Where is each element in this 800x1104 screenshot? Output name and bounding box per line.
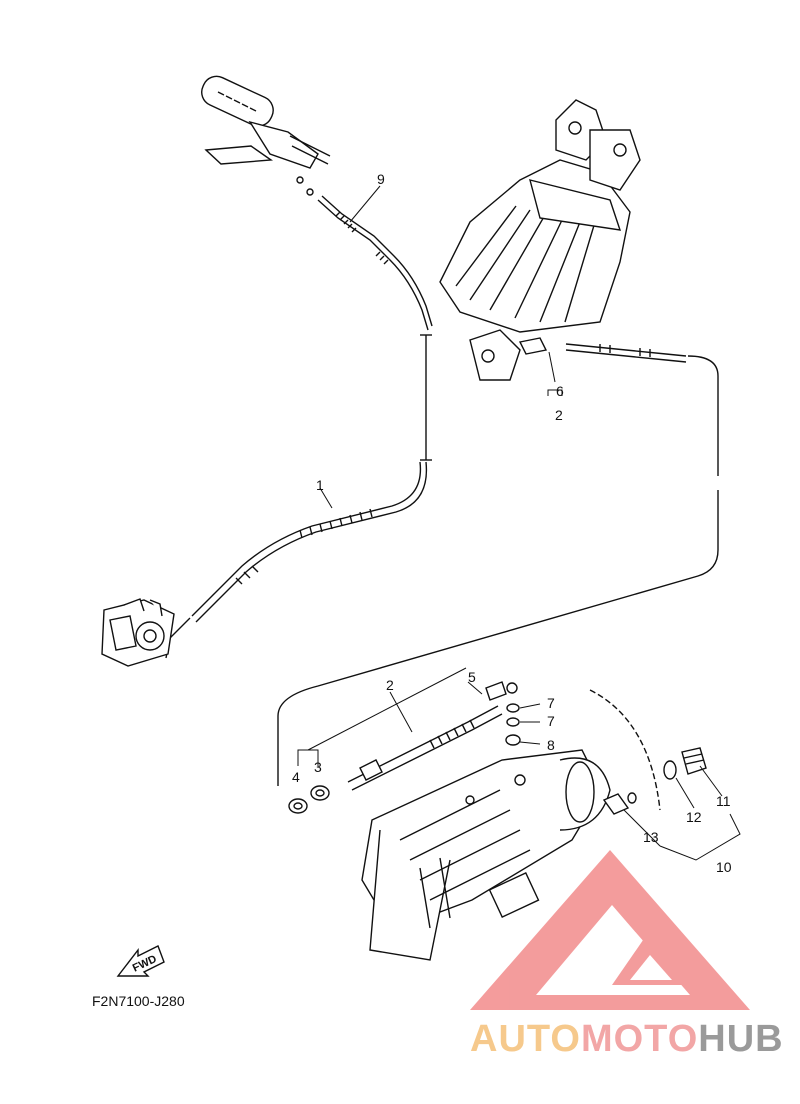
jet-pump-drawing bbox=[361, 749, 611, 961]
watermark-text: AUTOMOTOHUB bbox=[470, 1018, 784, 1061]
part-label-5: 5 bbox=[468, 669, 476, 685]
part-label-13: 13 bbox=[643, 829, 659, 845]
part-label-1: 1 bbox=[316, 477, 324, 493]
part-label-6: 6 bbox=[556, 383, 564, 399]
part-label-11: 11 bbox=[716, 793, 731, 809]
cable-2-lower-drawing bbox=[347, 681, 518, 791]
part-label-3: 3 bbox=[314, 759, 322, 775]
watermark-auto: AUTO bbox=[470, 1018, 581, 1060]
cable-1-drawing bbox=[165, 461, 428, 659]
part-label-8: 8 bbox=[547, 737, 555, 753]
part-label-2a: 2 bbox=[555, 407, 563, 423]
part-label-7b: 7 bbox=[547, 713, 555, 729]
throttle-body-drawing bbox=[101, 598, 175, 667]
part-label-4: 4 bbox=[292, 769, 300, 785]
drain-plug-drawing bbox=[589, 689, 707, 815]
fwd-arrow-icon: FWD bbox=[116, 945, 165, 977]
handlebar-throttle-drawing bbox=[201, 75, 331, 196]
cable-9-drawing bbox=[317, 195, 433, 461]
part-label-12: 12 bbox=[686, 809, 702, 825]
cable-2-upper-drawing bbox=[277, 343, 719, 786]
watermark-hub: HUB bbox=[698, 1018, 784, 1060]
watermark-logo bbox=[470, 850, 750, 1010]
watermark-moto: MOTO bbox=[580, 1018, 699, 1060]
part-label-7a: 7 bbox=[547, 695, 555, 711]
drawing-code: F2N7100-J280 bbox=[92, 993, 185, 1009]
part-label-10: 10 bbox=[716, 859, 732, 875]
leader-lines bbox=[297, 185, 741, 861]
steering-column-drawing bbox=[439, 99, 641, 381]
part-label-9: 9 bbox=[377, 171, 385, 187]
part-label-2b: 2 bbox=[386, 677, 394, 693]
fasteners-drawing bbox=[288, 703, 521, 814]
